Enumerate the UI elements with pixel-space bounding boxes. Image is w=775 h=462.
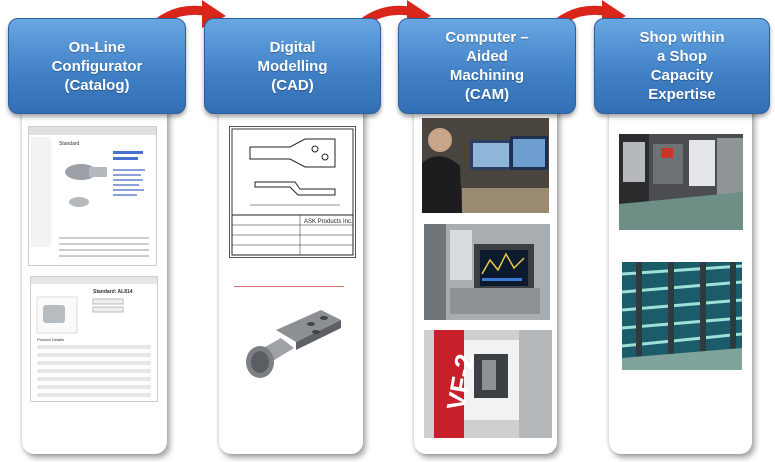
stage-card-shop	[609, 60, 752, 454]
stage-header-cam: Computer – Aided Machining (CAM)	[398, 18, 576, 114]
stage-header-cad: Digital Modelling (CAD)	[204, 18, 381, 114]
stage-header-catalog: On-Line Configurator (Catalog)	[8, 18, 186, 114]
stage-title: Computer – Aided Machining (CAM)	[445, 29, 529, 103]
cad-drawing: ASK Products Inc.	[229, 126, 356, 258]
stage-title: Digital Modelling (CAD)	[257, 38, 328, 94]
catalog-heading: Standard	[59, 141, 80, 147]
cam-photo-vf2-machine: VF-2	[424, 330, 552, 438]
cam-photo-operator	[422, 118, 549, 213]
catalog-screenshot-1: Standard	[28, 126, 157, 266]
cam-photo-control-panel	[424, 224, 550, 320]
stage-title: Shop within a Shop Capacity Expertise	[639, 29, 725, 103]
catalog-product-heading: Standard: AL814	[93, 289, 133, 295]
catalog-screenshot-2: Standard: AL814 Product Details	[30, 276, 158, 402]
shop-photo-floor	[619, 134, 743, 230]
stage-title: On-Line Configurator (Catalog)	[51, 38, 143, 94]
cad-company: ASK Products Inc.	[304, 219, 353, 225]
cad-3d-model	[236, 300, 346, 395]
stage-header-shop: Shop within a Shop Capacity Expertise	[594, 18, 770, 114]
product-details-label: Product Details	[37, 337, 64, 342]
shop-photo-racks	[622, 262, 742, 370]
cad-divider	[234, 286, 344, 287]
